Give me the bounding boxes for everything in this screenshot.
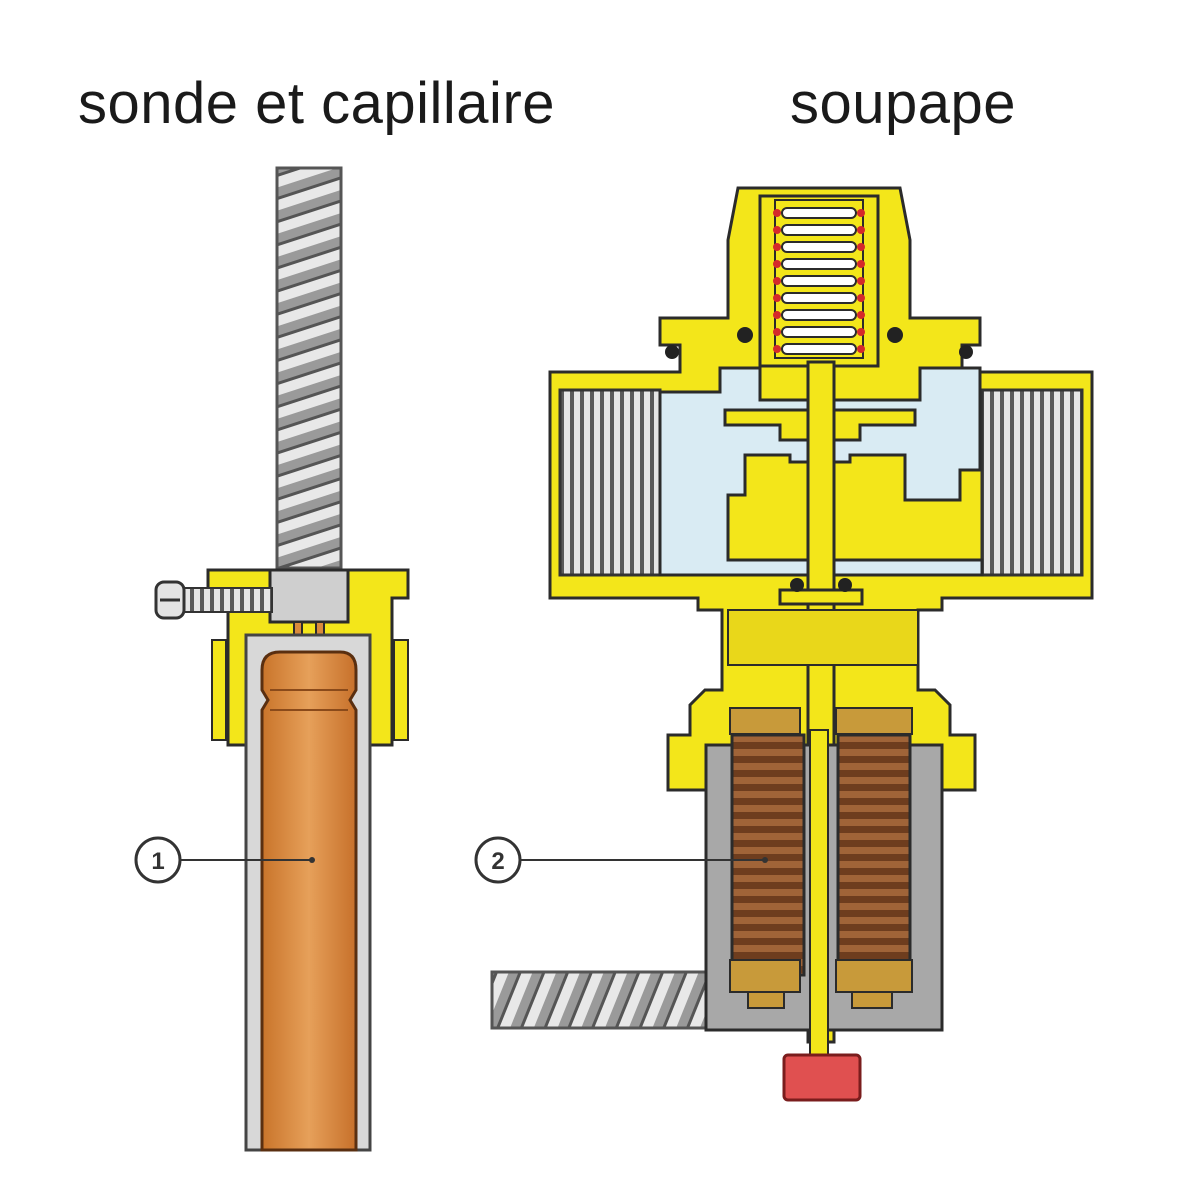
adjustment-knob[interactable]: [782, 1053, 862, 1102]
spring-coil: [781, 326, 857, 338]
spring-coil-dot: [857, 209, 865, 217]
spring-coil: [781, 343, 857, 355]
spring-coil-dot: [857, 294, 865, 302]
valve-assembly: 2: [474, 186, 1094, 1102]
callout-1-label: 1: [151, 848, 164, 875]
probe-and-capillary-title: sonde et capillaire: [78, 71, 556, 136]
clamp-block: [268, 568, 350, 624]
spring-coil: [781, 258, 857, 270]
valve-title: soupape: [790, 71, 1017, 136]
spring-coil: [781, 224, 857, 236]
spring-coil-dot: [773, 260, 781, 268]
probe-assembly: 1: [134, 166, 410, 1152]
spring-coil-dot: [773, 243, 781, 251]
spring-coil-dot: [857, 345, 865, 353]
spring-coil-dot: [773, 311, 781, 319]
o-ring-left: [737, 327, 753, 343]
outlet-port-thread: [980, 388, 1084, 577]
capillary-tube: [275, 166, 343, 570]
thermostatic-element-right: [836, 733, 912, 977]
spring-coil-dot: [857, 277, 865, 285]
set-screw: [154, 580, 273, 620]
spring-coil-dot: [773, 328, 781, 336]
callout-2: 2: [474, 836, 768, 884]
copper-sensor-bulb: [260, 650, 358, 1152]
callout-1: 1: [134, 836, 315, 884]
spring-coil-dot: [857, 226, 865, 234]
fitting-thread: [211, 639, 409, 741]
valve-capillary: [490, 970, 710, 1030]
spring-coil: [781, 241, 857, 253]
spring-coil-dot: [773, 277, 781, 285]
spring-coil: [781, 207, 857, 219]
spring-coils: [773, 207, 865, 355]
spring-coil-dot: [857, 311, 865, 319]
spring-coil-dot: [773, 226, 781, 234]
spring-coil-dot: [773, 294, 781, 302]
inlet-port-thread: [558, 388, 662, 577]
spring-coil: [781, 309, 857, 321]
callout-2-label: 2: [491, 848, 504, 875]
spring-coil: [781, 292, 857, 304]
spring-coil-dot: [773, 209, 781, 217]
spring-coil-dot: [857, 328, 865, 336]
spring-coil-dot: [773, 345, 781, 353]
spring-coil-dot: [857, 260, 865, 268]
thermostatic-element-left: [730, 733, 806, 977]
spring-coil-dot: [857, 243, 865, 251]
spring-coil: [781, 275, 857, 287]
o-ring-right: [887, 327, 903, 343]
